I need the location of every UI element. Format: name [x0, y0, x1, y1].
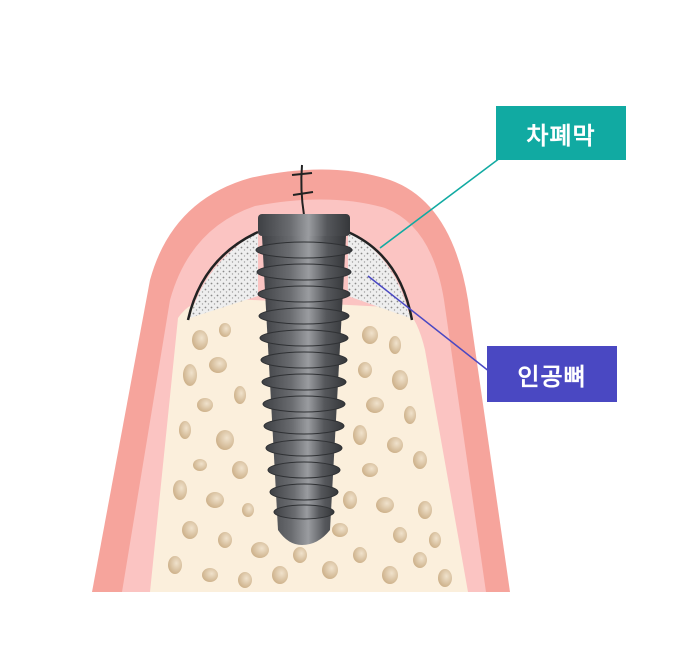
- bone-graft: [190, 232, 258, 318]
- bone-graft-leader-line: [367, 275, 491, 373]
- bone-graft-label: 인공뼈: [487, 346, 617, 402]
- membrane-leader-line: [379, 157, 501, 249]
- membrane-label-text: 차폐막: [526, 121, 596, 150]
- membrane-line: [347, 230, 414, 321]
- membrane-label: 차폐막: [496, 106, 626, 160]
- suture: [291, 164, 314, 216]
- membrane-line: [186, 230, 259, 321]
- bone-pores: [168, 323, 452, 588]
- implant-screw: [255, 214, 353, 545]
- bone-graft-label-text: 인공뼈: [517, 362, 587, 391]
